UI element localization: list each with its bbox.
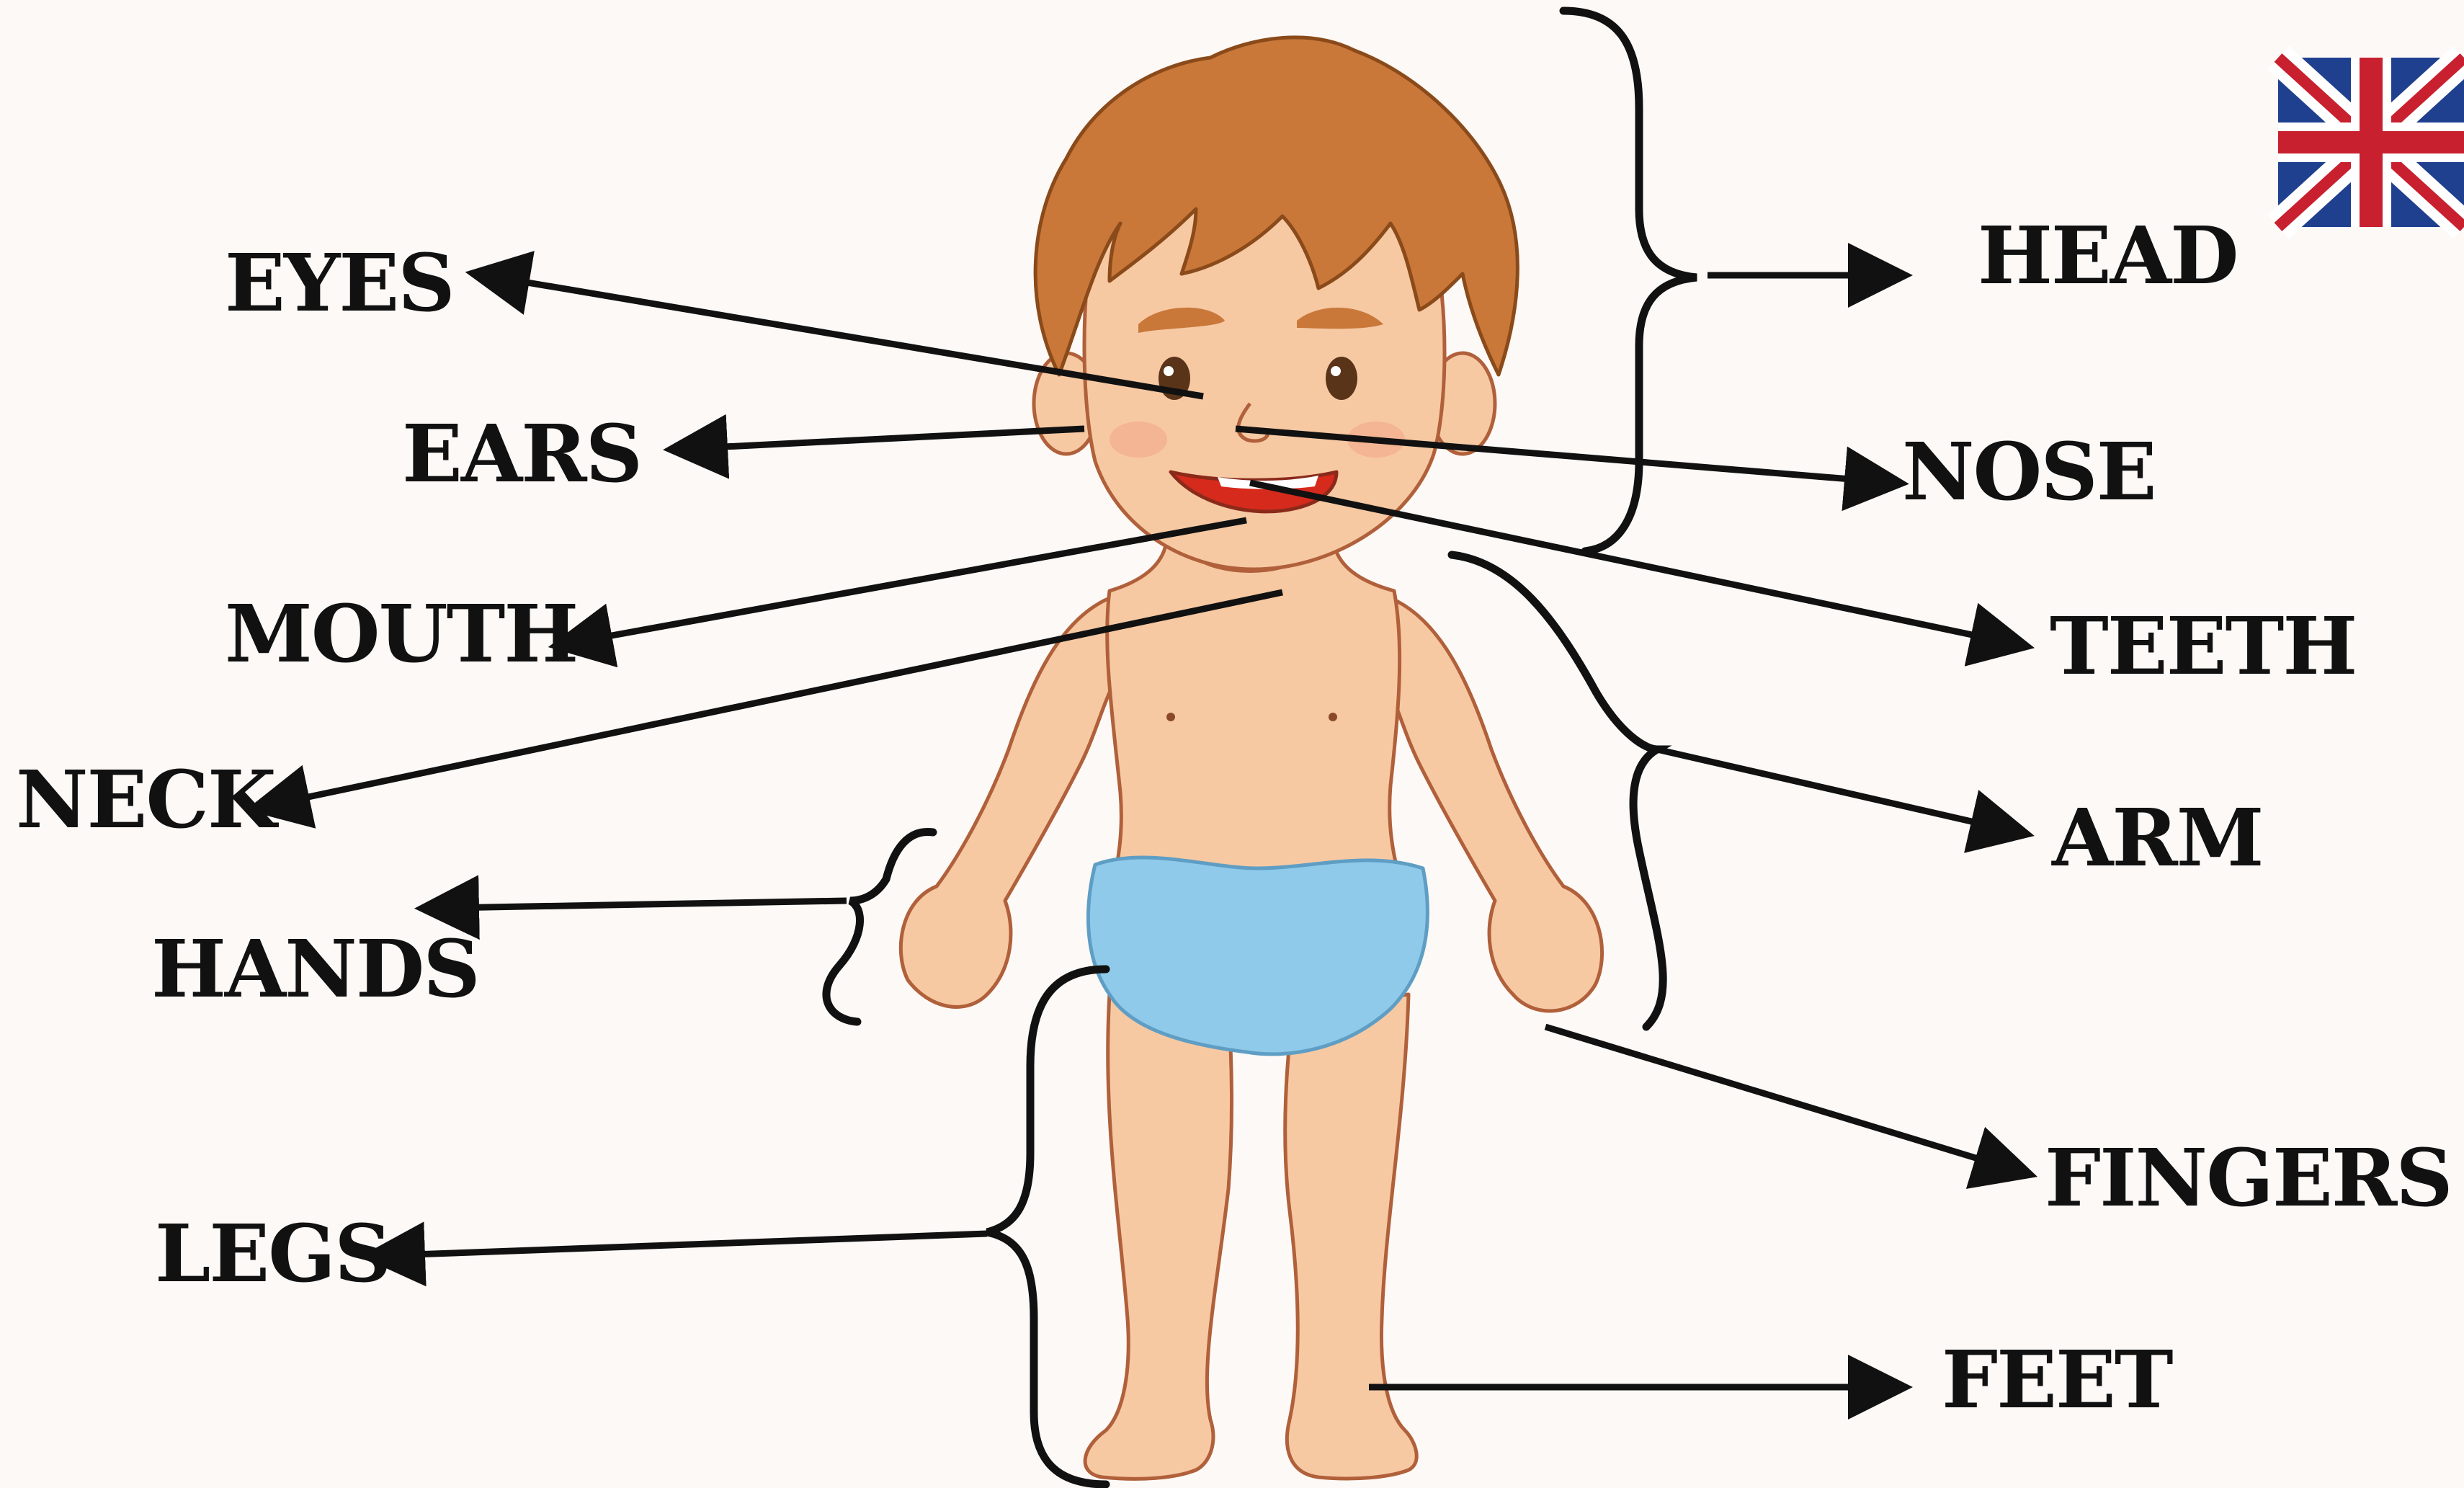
label-arm: ARM xyxy=(2052,798,2263,878)
label-feet: FEET xyxy=(1942,1340,2172,1420)
label-hands: HANDS xyxy=(151,930,479,1009)
label-fingers: FINGERS xyxy=(2045,1139,2452,1218)
label-ears: EARS xyxy=(402,414,641,494)
ears-arrow xyxy=(695,429,1084,448)
head-brace xyxy=(1563,11,1697,551)
label-eyes: EYES xyxy=(225,244,454,323)
label-mouth: MOUTH xyxy=(225,594,577,674)
label-legs: LEGS xyxy=(155,1214,390,1293)
label-head: HEAD xyxy=(1978,216,2238,295)
label-teeth: TEETH xyxy=(2050,607,2356,686)
label-nose: NOSE xyxy=(1902,432,2156,512)
uk-flag-icon xyxy=(2278,58,2464,227)
legs-arrow xyxy=(393,1234,987,1255)
legs-figure xyxy=(1085,994,1416,1479)
legs-brace xyxy=(987,969,1106,1484)
fingers-arrow xyxy=(1545,1027,2007,1167)
boy-illustration xyxy=(901,37,1602,1479)
arm-arrow xyxy=(1657,749,2003,829)
torso-figure xyxy=(1107,533,1401,886)
label-neck: NECK xyxy=(16,760,275,839)
hands-arrow xyxy=(447,901,847,908)
